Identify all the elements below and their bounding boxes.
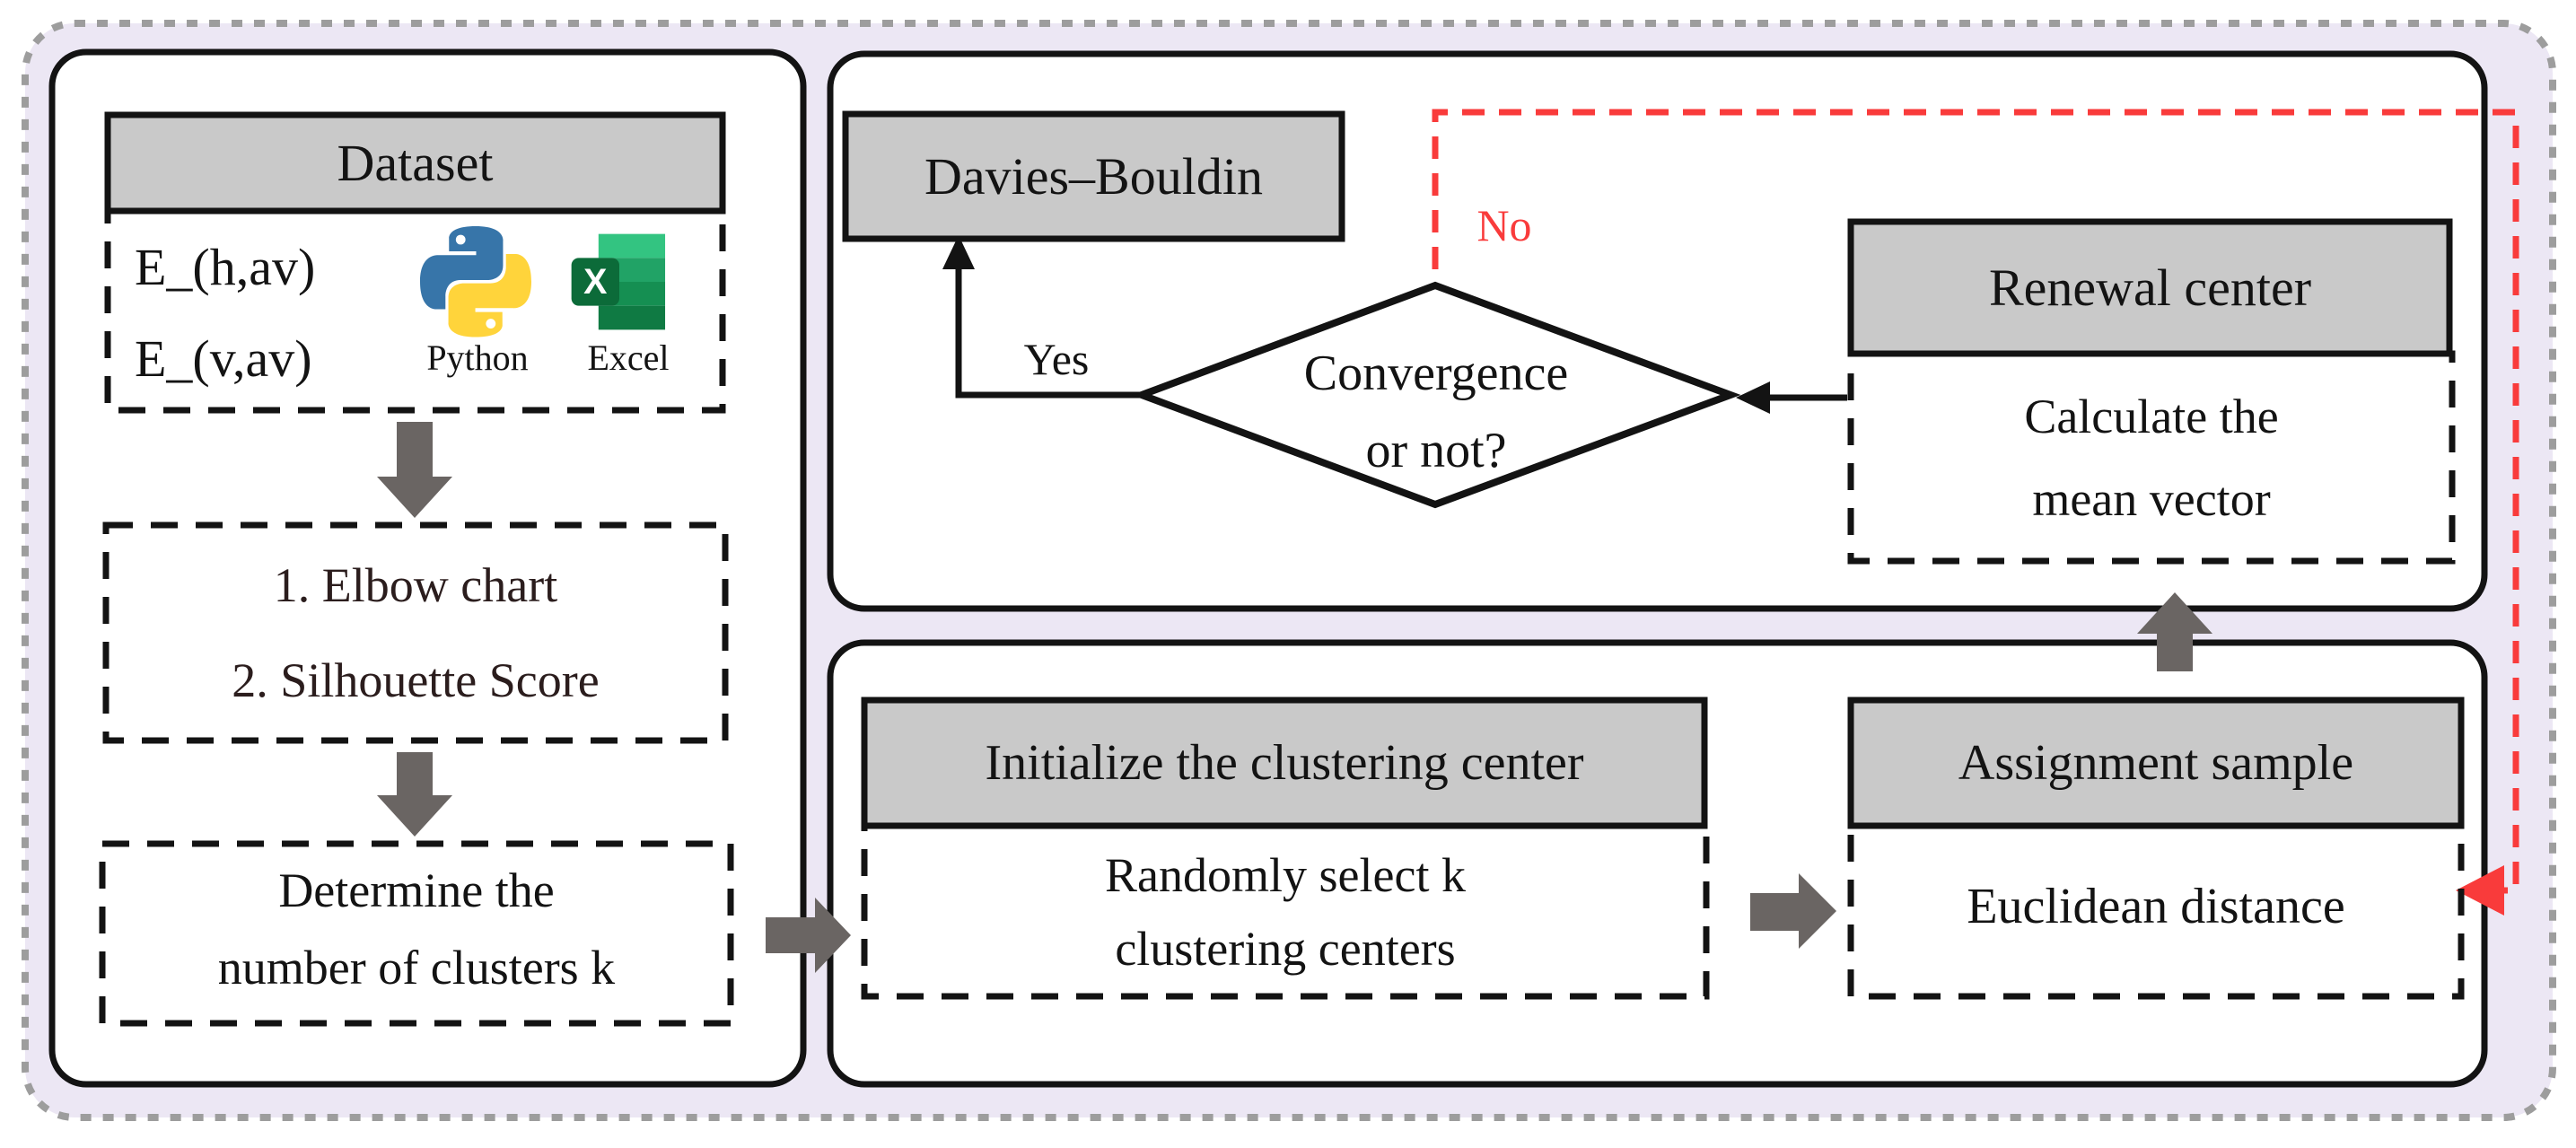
initialize-body-line1: Randomly select k xyxy=(1105,848,1466,902)
dataset-input-line2: E_(v,av) xyxy=(135,329,312,388)
methods-line2: 2. Silhouette Score xyxy=(232,653,600,707)
right-block-arrow-clustering-icon xyxy=(1750,873,1836,949)
davies-bouldin-box xyxy=(842,110,1345,242)
diamond-line1: Convergence xyxy=(1303,346,1569,401)
right-block-arrow-left-panel-icon xyxy=(766,898,851,973)
excel-icon: X xyxy=(567,230,671,334)
determine-dashed-box xyxy=(99,840,734,1027)
renewal-center-label: Renewal center xyxy=(1988,258,2312,317)
initialize-header-box xyxy=(861,697,1708,829)
diamond-line2: or not? xyxy=(1365,423,1507,478)
renewal-body-line1: Calculate the xyxy=(2024,390,2279,443)
assignment-header-label: Assignment sample xyxy=(1958,735,2354,791)
assignment-header-box xyxy=(1847,697,2465,829)
initialize-header-label: Initialize the clustering center xyxy=(985,735,1584,791)
assignment-body-label: Euclidean distance xyxy=(1967,879,2345,934)
yes-label: Yes xyxy=(1023,334,1090,384)
excel-x-glyph: X xyxy=(583,262,607,302)
methods-dashed-box xyxy=(102,521,729,744)
dataset-header-box xyxy=(104,111,726,215)
dataset-input-line1: E_(h,av) xyxy=(135,238,316,296)
up-block-arrow-icon xyxy=(2137,592,2212,671)
python-icon xyxy=(420,226,531,337)
no-loop-arrowhead-icon xyxy=(2456,865,2504,916)
methods-line1: 1. Elbow chart xyxy=(273,558,558,612)
dataset-header-label: Dataset xyxy=(337,133,494,192)
renewal-body-line2: mean vector xyxy=(2032,472,2271,526)
renewal-center-header-box xyxy=(1847,218,2453,357)
yes-arrowhead-icon xyxy=(942,235,975,269)
initialize-body-line2: clustering centers xyxy=(1115,922,1456,976)
convergence-diamond xyxy=(1131,281,1741,509)
davies-bouldin-label: Davies–Bouldin xyxy=(924,146,1263,206)
renewal-to-diamond-arrowhead-icon xyxy=(1736,381,1770,414)
down-block-arrow-1-icon xyxy=(377,422,452,518)
determine-line2: number of clusters k xyxy=(217,941,616,995)
down-block-arrow-2-icon xyxy=(377,752,452,837)
excel-icon-label: Excel xyxy=(587,337,670,378)
no-label: No xyxy=(1476,200,1532,250)
determine-line1: Determine the xyxy=(278,863,555,917)
python-icon-label: Python xyxy=(426,337,529,378)
assignment-content-dashed-box xyxy=(1847,822,2465,1000)
yes-connector-line xyxy=(955,248,1147,399)
